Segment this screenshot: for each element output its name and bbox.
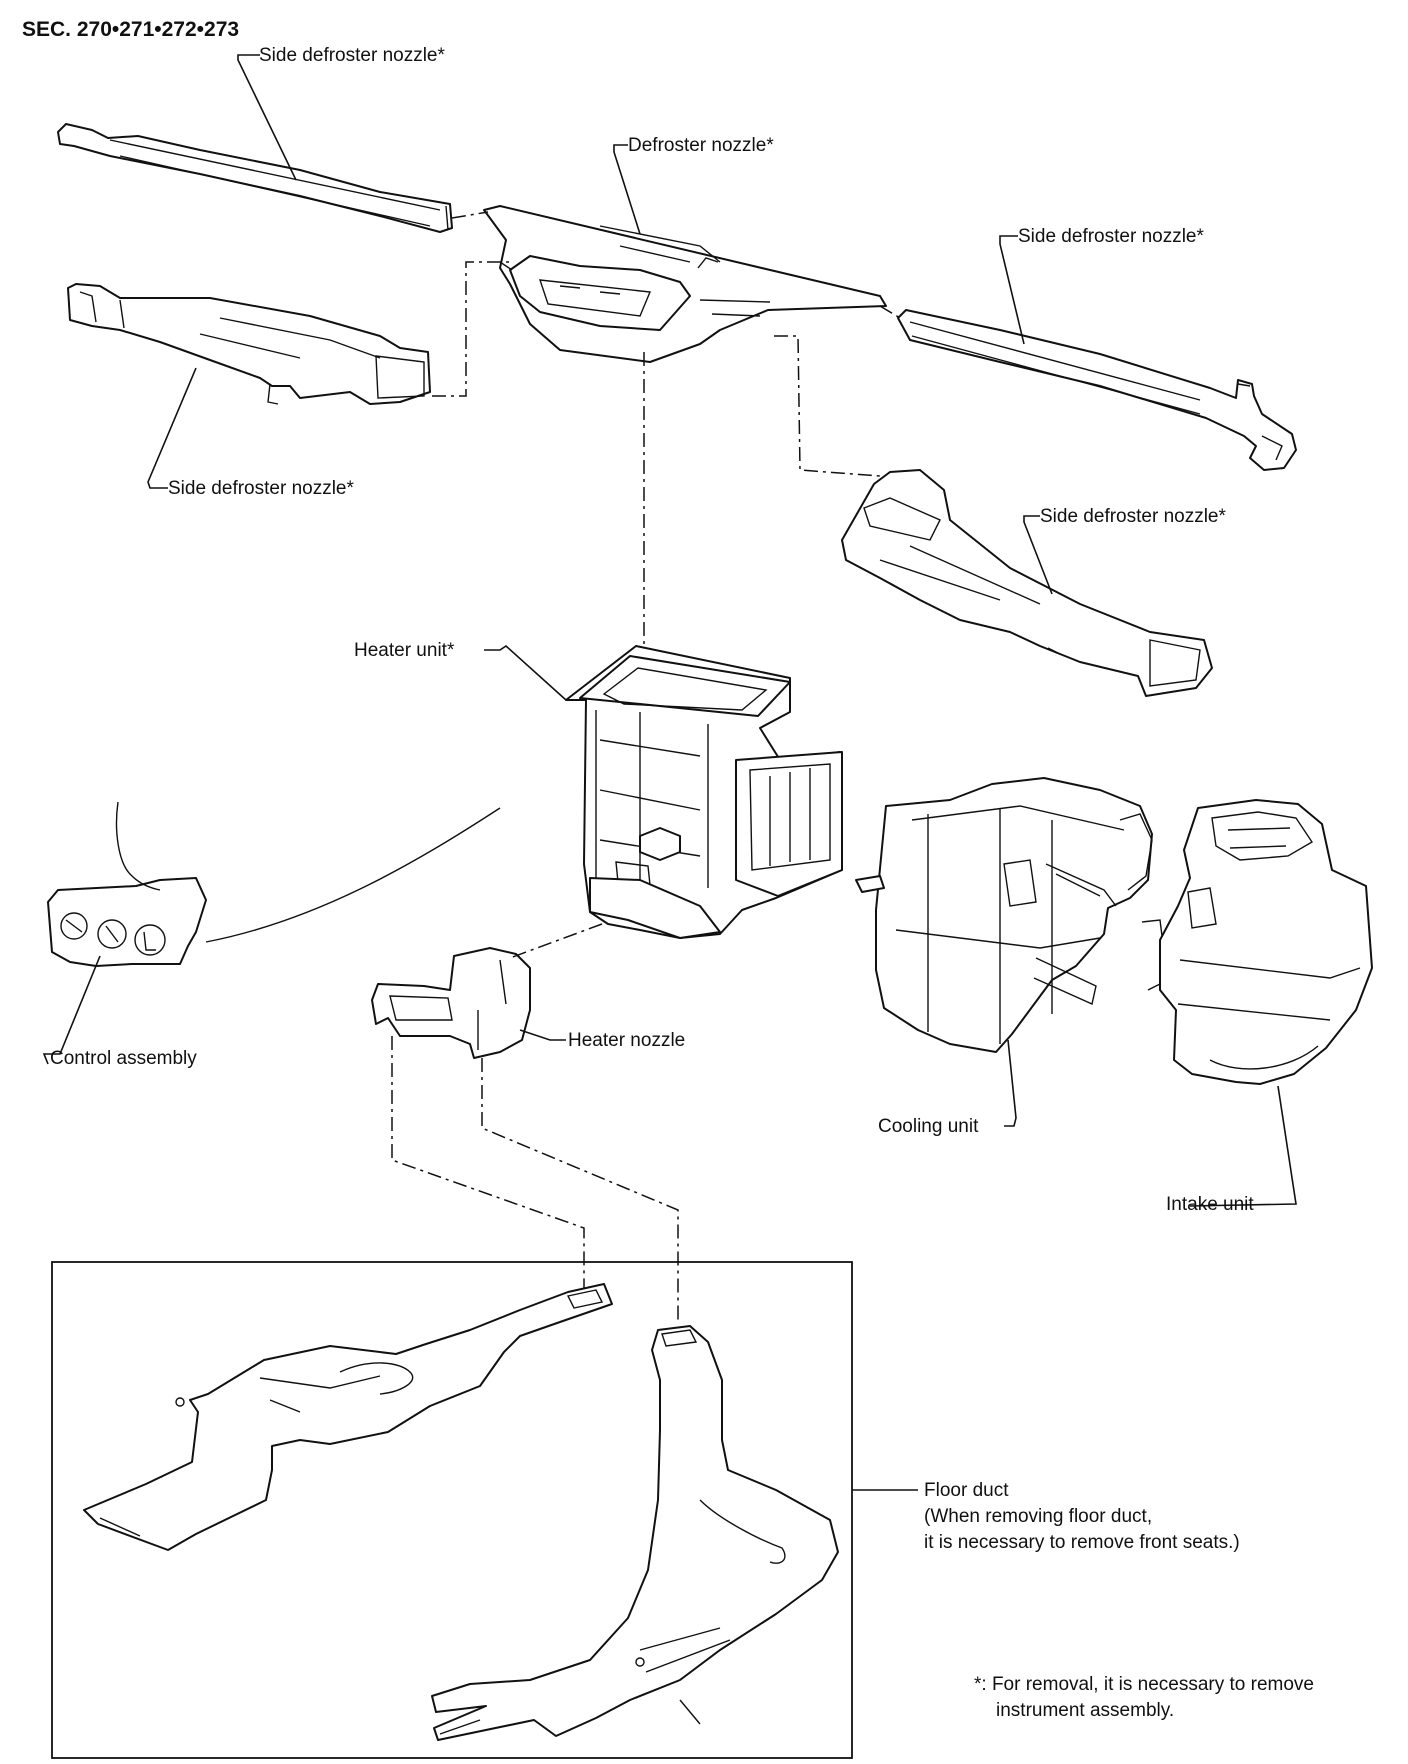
label-heater-unit: Heater unit* xyxy=(354,640,455,661)
floor-duct xyxy=(83,1283,839,1741)
side-defroster-nozzle-right xyxy=(897,309,1297,471)
heater-nozzle xyxy=(371,947,531,1059)
label-control-assembly: Control assembly xyxy=(50,1048,197,1069)
label-floor-duct-note-2: it is necessary to remove front seats.) xyxy=(924,1532,1240,1553)
label-side-defroster-nozzle-top-left: Side defroster nozzle* xyxy=(259,45,445,66)
label-side-defroster-nozzle-right-lower: Side defroster nozzle* xyxy=(1040,506,1226,527)
defroster-nozzle xyxy=(483,205,887,363)
footnote-line-1: *: For removal, it is necessary to remov… xyxy=(974,1674,1314,1695)
floor-duct-frame xyxy=(51,1261,853,1759)
heater-unit xyxy=(565,645,843,939)
intake-unit xyxy=(1141,799,1373,1085)
label-intake-unit: Intake unit xyxy=(1166,1194,1254,1215)
side-defroster-nozzle-left xyxy=(67,283,431,405)
label-heater-nozzle: Heater nozzle xyxy=(568,1030,685,1051)
footnote-line-2: instrument assembly. xyxy=(996,1700,1174,1721)
label-floor-duct: Floor duct xyxy=(924,1480,1009,1501)
label-cooling-unit: Cooling unit xyxy=(878,1116,979,1137)
section-code: SEC. 270•271•272•273 xyxy=(22,18,239,41)
label-side-defroster-nozzle-left: Side defroster nozzle* xyxy=(168,478,354,499)
cooling-unit xyxy=(855,777,1153,1053)
side-defroster-nozzle-top-left xyxy=(57,123,453,233)
control-assembly xyxy=(47,801,501,967)
label-defroster-nozzle: Defroster nozzle* xyxy=(628,135,774,156)
label-side-defroster-nozzle-right: Side defroster nozzle* xyxy=(1018,226,1204,247)
side-defroster-nozzle-right-lower xyxy=(841,469,1213,697)
label-floor-duct-note-1: (When removing floor duct, xyxy=(924,1506,1152,1527)
